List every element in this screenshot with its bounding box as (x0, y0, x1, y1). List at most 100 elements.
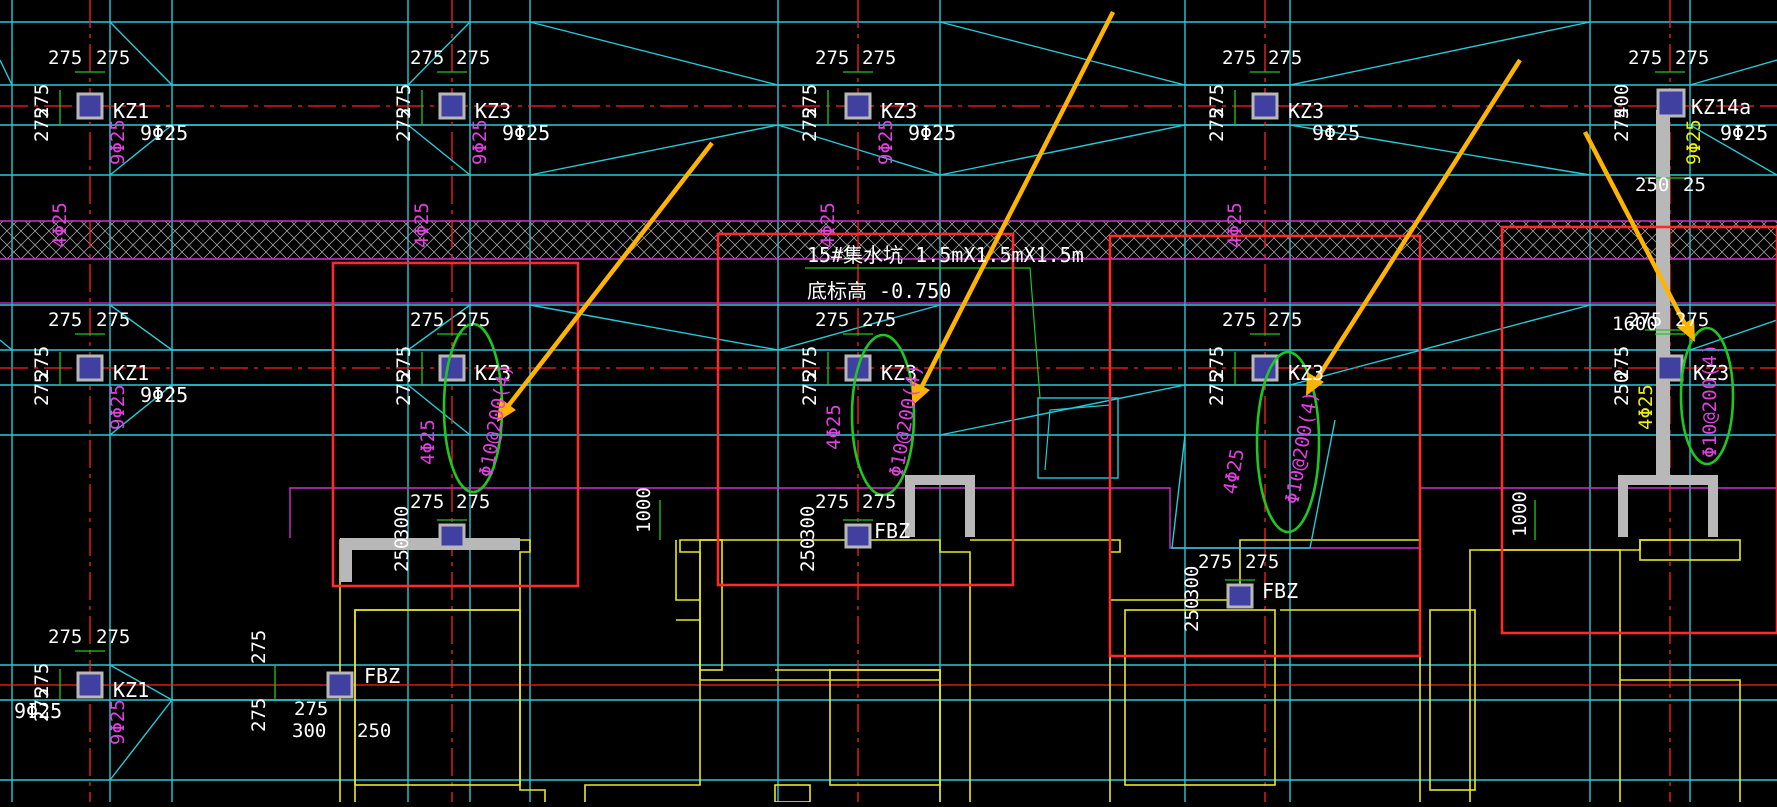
dim-275: 275 (456, 47, 490, 69)
dim-275: 275 (1245, 551, 1279, 573)
basement-walls (339, 539, 1741, 803)
dim-275-vertical: 275 (31, 108, 53, 142)
dim-275: 275 (1268, 309, 1302, 331)
dim-275-vertical: 275 (31, 84, 53, 118)
dim-250: 250 (357, 720, 391, 742)
annotation-boxes (331, 225, 1777, 658)
dim-275-vertical: 275 (31, 663, 53, 697)
column-label: KZ1 (113, 361, 149, 385)
rebar-label: 9Φ25 (1720, 121, 1768, 145)
dim-275-vertical: 275 (799, 372, 821, 406)
rebar-label-vertical: 9Φ25 (107, 699, 129, 745)
dim-275: 275 (862, 309, 896, 331)
column-label: KZ3 (1693, 361, 1729, 385)
rebar-label-vertical: 9Φ25 (469, 119, 491, 165)
dim-400-vertical: 400 (1611, 84, 1633, 118)
dim-1600: 1600 (1612, 313, 1658, 335)
rebar-side-label: 4Φ25 (417, 419, 439, 465)
rebar-side-label: 4Φ25 (411, 202, 433, 248)
dim-250-vertical: 250 (1181, 598, 1203, 632)
column-label: FBZ (1262, 579, 1298, 603)
dim-275-vertical: 275 (393, 108, 415, 142)
column-label: FBZ (874, 519, 910, 543)
dim-275: 275 (48, 309, 82, 331)
stirrup-label: Φ10@200(4) (1699, 344, 1721, 458)
dim-275: 275 (862, 47, 896, 69)
dim-275-vertical: 275 (1206, 346, 1228, 380)
dim-275: 275 (410, 47, 444, 69)
dim-275: 275 (1222, 47, 1256, 69)
dimension-labels: 275 275 275 275 275 275 275 275 275 275 … (31, 47, 1709, 742)
column-label: KZ3 (1288, 361, 1324, 385)
dim-275: 275 (815, 309, 849, 331)
rebar-label: 9Φ25 (1312, 121, 1360, 145)
column-label: KZ1 (113, 678, 149, 702)
dimension-ticks (59, 71, 1690, 700)
pit-leader (805, 267, 1336, 549)
rebar-label: 9Φ25 (908, 121, 956, 145)
pit-name-label: 15#集水坑 1.5mX1.5mX1.5m (807, 243, 1084, 267)
dim-275-vertical: 275 (393, 346, 415, 380)
dim-275: 275 (410, 309, 444, 331)
dim-275: 275 (48, 47, 82, 69)
rebar-label: 9Φ25 (140, 383, 188, 407)
dim-275: 275 (96, 626, 130, 648)
dim-275: 275 (96, 309, 130, 331)
rebar-label: 9Φ25 (14, 699, 62, 723)
column-label: KZ14a (1691, 95, 1751, 119)
dim-275-vertical: 275 (799, 108, 821, 142)
dim-275-vertical: 275 (248, 698, 270, 732)
columns (76, 88, 1686, 699)
rebar-label-vertical: 9Φ25 (107, 384, 129, 430)
dim-275: 275 (1222, 309, 1256, 331)
dim-275-vertical: 275 (799, 84, 821, 118)
column-label: FBZ (364, 664, 400, 688)
rebar-side-label: 4Φ25 (1635, 384, 1657, 430)
dim-275-vertical: 275 (31, 688, 53, 722)
dim-275-vertical: 275 (1206, 84, 1228, 118)
pit-elevation-label: 底标高 -0.750 (807, 279, 951, 303)
dim-250-vertical: 250 (1611, 372, 1633, 406)
rebar-label-vertical: 9Φ25 (1683, 119, 1705, 165)
dim-275: 275 (862, 491, 896, 513)
dim-300: 300 (292, 720, 326, 742)
annotation-arrows (497, 10, 1695, 422)
dim-275-vertical: 275 (248, 630, 270, 664)
rebar-side-label: 4Φ25 (49, 202, 71, 248)
dim-275-vertical: 275 (1611, 108, 1633, 142)
dim-275-vertical: 275 (393, 84, 415, 118)
rebar-label: 9Φ25 (502, 121, 550, 145)
dim-300-vertical: 300 (391, 506, 413, 540)
dim-275: 275 (815, 47, 849, 69)
column-label: KZ1 (113, 99, 149, 123)
column-label: KZ3 (1288, 99, 1324, 123)
dim-275: 275 (456, 309, 490, 331)
dim-250: 250 (1635, 174, 1669, 196)
dim-25: 25 (1683, 174, 1706, 196)
column-label: KZ3 (475, 361, 511, 385)
dim-300-vertical: 300 (1181, 566, 1203, 600)
rebar-labels: 9Φ25 9Φ25 9Φ25 9Φ25 9Φ25 9Φ25 9Φ25 9Φ25 … (14, 119, 1768, 745)
pit-annotation: 15#集水坑 1.5mX1.5mX1.5m 底标高 -0.750 (807, 243, 1084, 303)
dim-275: 275 (1268, 47, 1302, 69)
dim-275: 275 (294, 698, 328, 720)
column-labels: KZ1 KZ3 KZ3 KZ3 KZ14a KZ1 KZ3 KZ3 KZ3 KZ… (113, 95, 1751, 702)
dim-275: 275 (1628, 309, 1662, 331)
dim-250-vertical: 250 (797, 538, 819, 572)
dim-275: 275 (1198, 551, 1232, 573)
rebar-label-vertical: 9Φ25 (107, 119, 129, 165)
dim-275: 275 (1628, 47, 1662, 69)
dim-275-vertical: 275 (1611, 346, 1633, 380)
rebar-side-label: 4Φ25 (823, 404, 845, 450)
column-label: KZ3 (475, 99, 511, 123)
dim-275: 275 (456, 491, 490, 513)
pit-walls (340, 110, 1718, 582)
column-label: KZ3 (881, 99, 917, 123)
dim-1000-vertical: 1000 (633, 487, 655, 533)
dim-275-vertical: 275 (1206, 372, 1228, 406)
rebar-label-vertical: 9Φ25 (875, 119, 897, 165)
